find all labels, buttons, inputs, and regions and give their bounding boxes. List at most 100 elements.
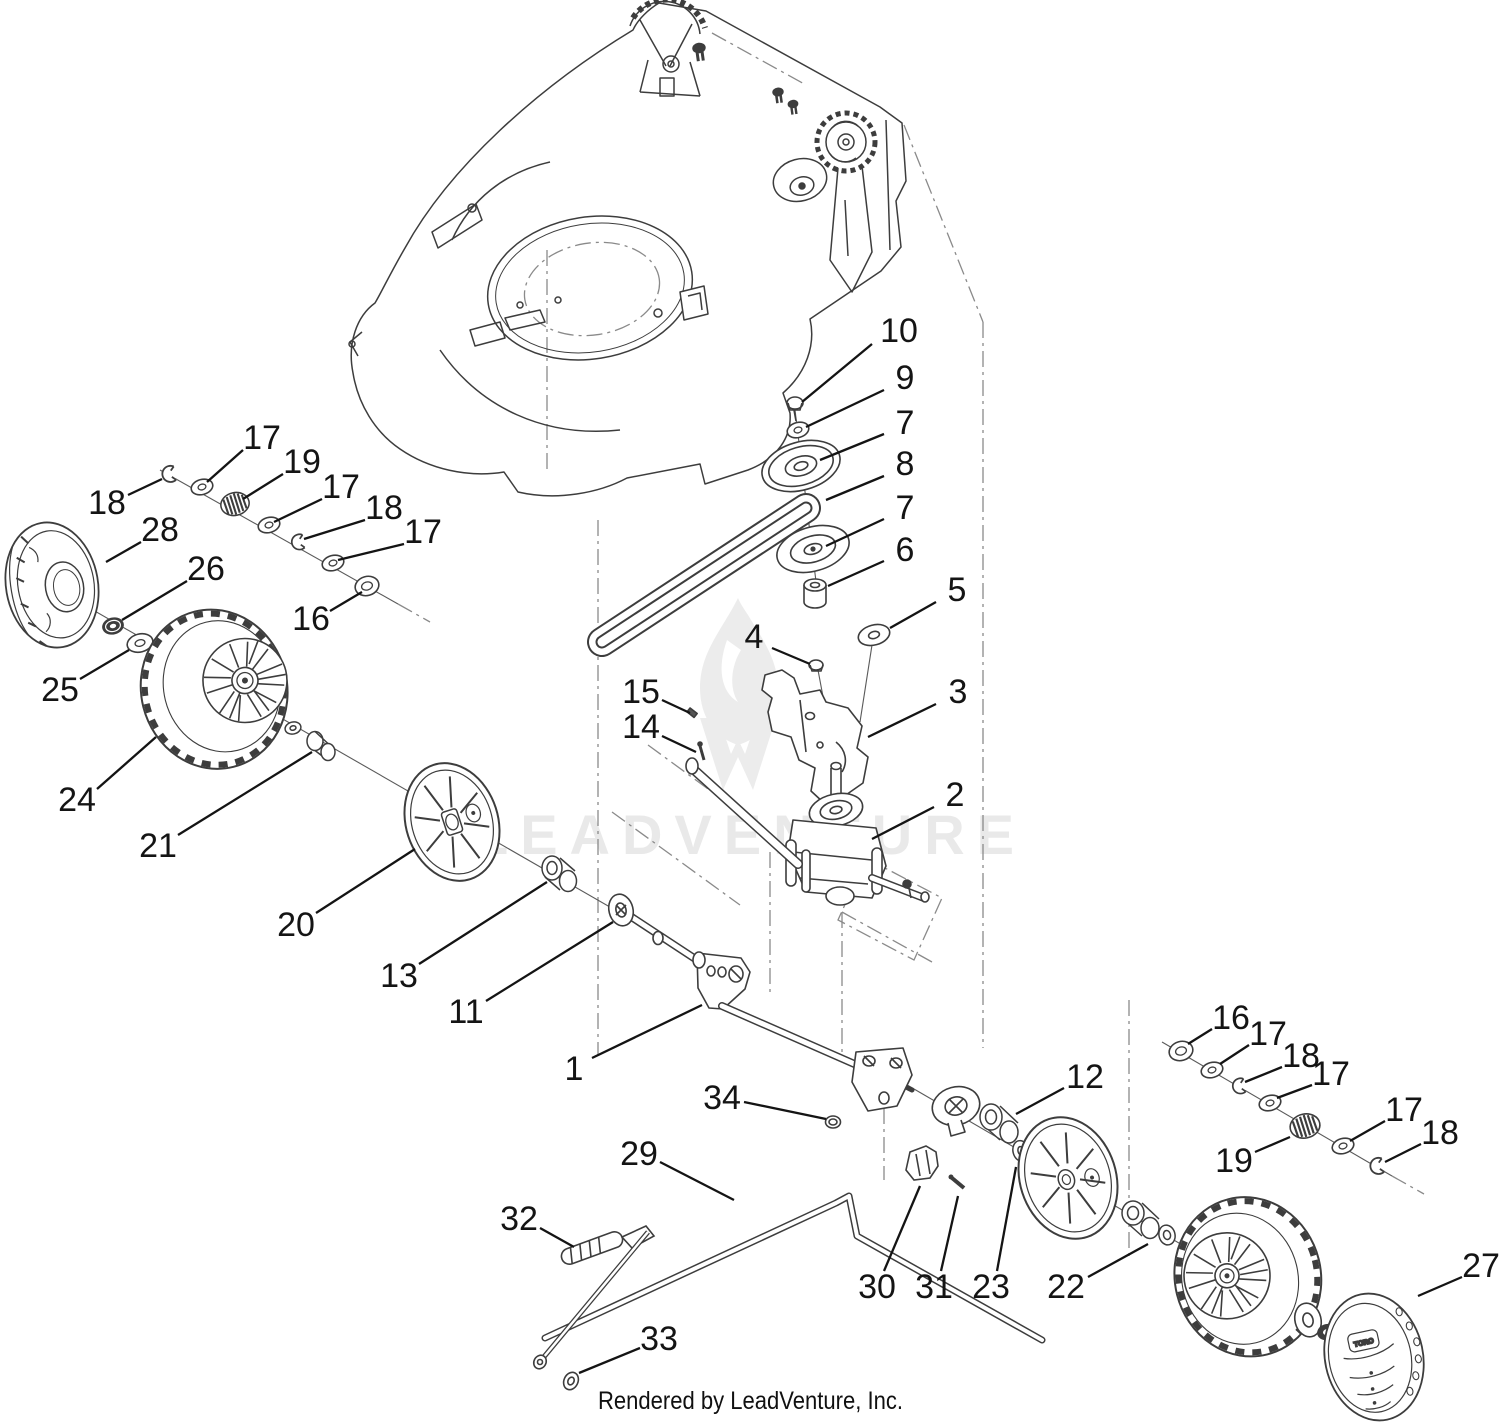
- hubcap-vents: [1395, 1307, 1422, 1396]
- callout-leader-27: [1417, 1275, 1463, 1298]
- callout-19: 19: [1215, 1142, 1253, 1180]
- pinion-gear-19: [1286, 1110, 1324, 1142]
- callout-leader-18: [303, 518, 366, 541]
- callout-18: 18: [1282, 1037, 1320, 1075]
- callout-leader-21: [177, 751, 313, 836]
- deck-recessed-hole: [772, 157, 828, 203]
- callout-17: 17: [404, 513, 442, 551]
- callout-32: 32: [500, 1200, 538, 1238]
- construction-lines: [397, 32, 1425, 1260]
- callout-9: 9: [896, 359, 915, 397]
- callout-leader-23: [995, 1166, 1018, 1272]
- callout-leader-17: [1276, 1083, 1313, 1100]
- callout-leader-17: [1349, 1120, 1386, 1142]
- callout-17: 17: [1312, 1055, 1350, 1093]
- callout-leader-4: [771, 646, 811, 666]
- callout-leader-26: [121, 580, 188, 621]
- washer-17: [319, 551, 347, 575]
- callout-23: 23: [972, 1268, 1010, 1306]
- wheel-spokes-left: [203, 640, 286, 722]
- callout-leader-34: [743, 1100, 827, 1121]
- callout-leader-11: [485, 921, 614, 1002]
- callout-30: 30: [858, 1268, 896, 1306]
- shift-lever: [532, 1225, 656, 1370]
- hub-cap-right: TORO: [1323, 1292, 1425, 1422]
- callout-18: 18: [1421, 1114, 1459, 1152]
- axle-stub-right: [868, 874, 930, 903]
- callout-20: 20: [277, 906, 315, 944]
- drive-gear-wheel-left: [403, 762, 501, 882]
- pulley-bolt: [786, 396, 804, 422]
- washer-17: [255, 513, 283, 537]
- axle-assembly: [607, 893, 981, 1137]
- callout-12: 12: [1066, 1058, 1104, 1096]
- callout-leader-24: [96, 736, 157, 790]
- pinion-cluster-right: [1166, 1037, 1386, 1177]
- callout-31: 31: [915, 1268, 953, 1306]
- callout-21: 21: [139, 827, 177, 865]
- callout-leader-33: [578, 1346, 641, 1375]
- callout-4: 4: [745, 618, 764, 656]
- callout-17: 17: [1249, 1015, 1287, 1053]
- callout-leader-17: [1219, 1044, 1250, 1065]
- callout-leader-29: [659, 1160, 735, 1202]
- wheel-spokes: [414, 776, 490, 868]
- deck-left-panel: [349, 203, 483, 357]
- set-screw: [697, 741, 706, 761]
- callout-leader-10: [801, 343, 873, 403]
- callout-17: 17: [1385, 1091, 1423, 1129]
- callout-leader-1: [591, 1003, 703, 1060]
- callout-29: 29: [620, 1135, 658, 1173]
- callout-leader-19: [1254, 1135, 1291, 1154]
- rear-wheel-right: [1173, 1196, 1323, 1358]
- callout-14: 14: [622, 708, 660, 746]
- callout-leader-31: [939, 1195, 960, 1272]
- callout-leader-13: [418, 881, 548, 965]
- wheel-spokes-right: [1185, 1236, 1268, 1317]
- upper-pulley: [761, 439, 841, 493]
- bushing-12: [979, 1103, 1019, 1144]
- rear-wheel-left: [139, 608, 289, 770]
- shaft-key: [686, 707, 698, 719]
- clamp-pin: [948, 1174, 966, 1190]
- callout-1: 1: [565, 1050, 584, 1088]
- callout-2: 2: [946, 776, 965, 814]
- axle-pivot-bracket-left: [692, 951, 751, 1010]
- transmission-gearbox: [685, 707, 930, 906]
- callout-leader-6: [827, 559, 885, 588]
- callout-22: 22: [1047, 1268, 1085, 1306]
- callout-34: 34: [703, 1079, 741, 1117]
- e-ring-18: [160, 464, 178, 485]
- washer-after-22: [1158, 1224, 1176, 1246]
- callout-leader-25: [79, 649, 130, 680]
- wheel-spokes: [1030, 1132, 1106, 1224]
- hub-cap-left: [4, 521, 100, 649]
- callout-33: 33: [640, 1320, 678, 1358]
- engine-pulley-stack: [761, 396, 891, 672]
- e-ring-18: [289, 532, 306, 552]
- deck-right-panel: [885, 119, 891, 251]
- height-adjust-rod: [541, 1192, 1046, 1344]
- bushing-21: [306, 730, 336, 762]
- bushing-22: [1121, 1200, 1160, 1240]
- callout-3: 3: [949, 673, 968, 711]
- callout-17: 17: [243, 419, 281, 457]
- callout-18: 18: [365, 489, 403, 527]
- callout-leader-5: [889, 600, 937, 630]
- e-ring-18: [1368, 1156, 1386, 1177]
- callout-leader-16: [329, 591, 363, 612]
- thrust-washer: [607, 893, 635, 927]
- bushing-13: [541, 855, 578, 893]
- transmission-bracket: [761, 669, 869, 804]
- callout-7: 7: [896, 404, 915, 442]
- callout-10: 10: [880, 312, 918, 350]
- leadventure-flame-icon: [700, 598, 778, 790]
- wheel-nut-34: [824, 1115, 842, 1129]
- cable-clamp: [905, 1145, 939, 1181]
- deck-blade-opening: [486, 215, 709, 361]
- callout-24: 24: [58, 781, 96, 819]
- callout-leader-32: [539, 1226, 575, 1249]
- callout-13: 13: [380, 957, 418, 995]
- callout-leader-8: [825, 474, 885, 502]
